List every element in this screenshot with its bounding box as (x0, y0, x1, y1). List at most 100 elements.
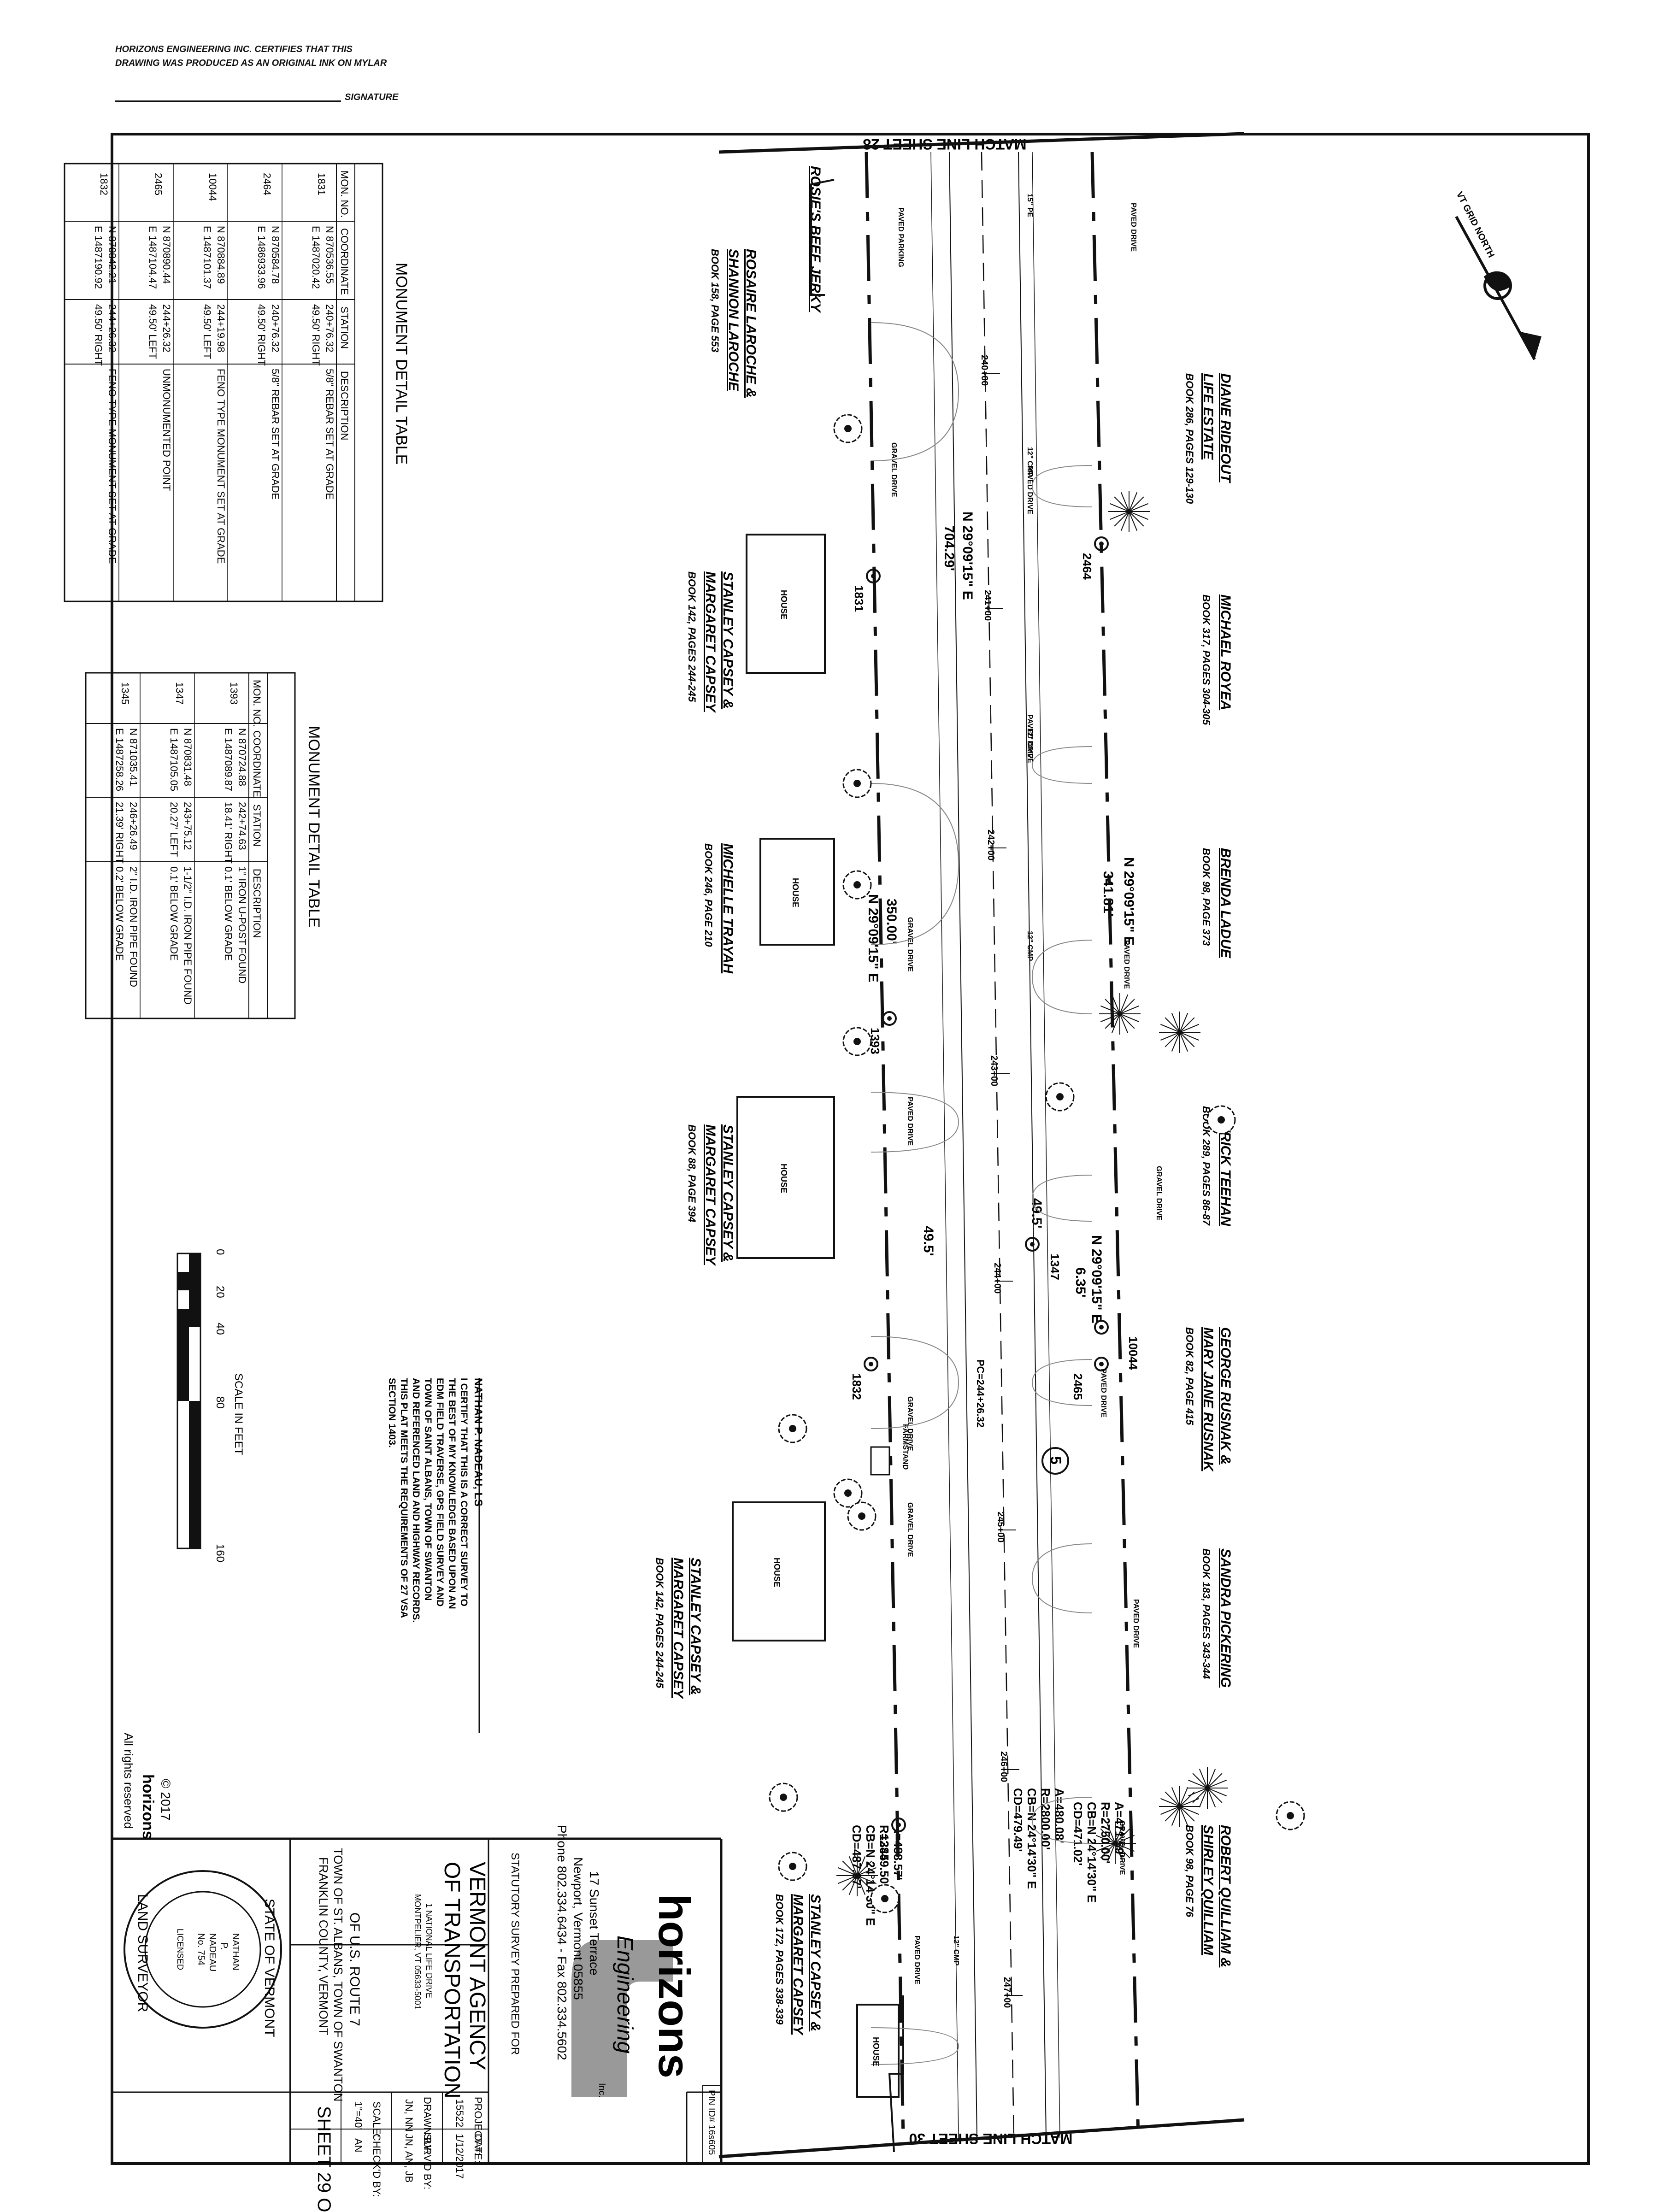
match-line-bottom (718, 2118, 1245, 2159)
company-address-2: Newport, Vermont 05855 (571, 1857, 585, 2000)
tree-15 (778, 1852, 807, 1881)
cert-line-2: DRAWING WAS PRODUCED AS AN ORIGINAL INK … (115, 58, 387, 68)
table2-row-0-d2: 0.1' BELOW GRADE (223, 866, 234, 961)
table1-row-4-d1: FENO TYPE MONUMENT SET AT GRADE (106, 369, 118, 564)
table2-row-1-sta: 243+75.12 (182, 802, 194, 850)
survd-label: SURV'D BY: (422, 2134, 433, 2189)
owner-east-4-book: BOOK 82, PAGE 415 (1184, 1327, 1195, 1425)
owner-east-1-book: BOOK 317, PAGES 304-305 (1200, 594, 1212, 725)
station-240+00: 240+00 (979, 355, 989, 386)
table2-header-1: COORDINATE (251, 730, 263, 797)
match-line-top (718, 132, 1245, 154)
bearing-2: N 29°09'15" E (1121, 857, 1136, 946)
monument-1831-label: 1831 (852, 585, 866, 612)
tree-19 (1094, 1823, 1136, 1864)
bearing-4-dist: 6.35' (1073, 1267, 1088, 1298)
company-pin: PIN ID# 16s605 (706, 2090, 717, 2155)
tree-0 (833, 414, 863, 443)
company-phone: Phone 802.334.6434 - Fax 802.334.5602 (555, 1825, 569, 2060)
monument-10044-label: 10044 (1126, 1336, 1140, 1370)
table1-row-0-off: 49.50' RIGHT (310, 304, 322, 366)
owner-west-1-book: BOOK 158, PAGE 553 (709, 249, 721, 353)
driveway-7 (1031, 1359, 1093, 1406)
road-edge-east (1018, 152, 1047, 2139)
table2-row-1-d2: 0.1' BELOW GRADE (168, 866, 180, 961)
seal-ring-bottom: LAND SURVEYOR (135, 1894, 150, 2012)
company-logo-text: horizons (649, 1894, 699, 2078)
table1-row-3-n: N 870890.44 (161, 226, 172, 284)
cert-line-3: TOWN OF SAINT ALBANS, TOWN OF SWANTON (423, 1378, 433, 1600)
owner-west-5-name2: MARGARET CAPSEY (671, 1558, 686, 1700)
date-label: DATE: (472, 2134, 484, 2163)
station-242+00: 242+00 (986, 830, 996, 860)
owner-east-6-name2: SHIRLEY QUILLIAM (1200, 1825, 1216, 1956)
table2-row-2-sta: 246+26.49 (128, 802, 139, 850)
curve-left-2: CB=N 24°14'30" E (1085, 1802, 1099, 1903)
tree-9 (778, 1414, 807, 1443)
table2-row-1-e: E 1487105.05 (168, 728, 180, 791)
driveway-10 (1031, 1797, 1093, 1844)
table2-row-1-d1: 1-1/2" I.D. IRON PIPE FOUND (182, 866, 194, 1005)
table2-title: MONUMENT DETAIL TABLE (305, 726, 323, 928)
house-3 (732, 1501, 826, 1641)
drive-label-14: GRAVEL DRIVE (906, 1502, 914, 1557)
company-logo (571, 1940, 673, 2097)
table2-row-2-mon: 1345 (119, 682, 131, 705)
towns-line: TOWN OF ST. ALBANS, TOWN OF SWANTON (331, 1848, 345, 2101)
agency-line-1: VERMONT AGENCY (465, 1862, 489, 2071)
driveway-6 (871, 1092, 959, 1153)
road-lines (718, 132, 1245, 2159)
cert-line-5: THIS PLAT MEETS THE REQUIREMENTS OF 27 V… (399, 1378, 409, 1618)
table1-row-4-sta: 244+26.32 (106, 304, 118, 353)
owner-west-5-book: BOOK 142, PAGES 244-245 (654, 1558, 665, 1688)
drawn-label: DRAWN BY: (422, 2097, 433, 2153)
curve-center-3: CD=479.49' (1011, 1788, 1025, 1852)
table1-row-4-off: 49.50' RIGHT (93, 304, 104, 366)
drive-label-5: PAVED DRIVE (1100, 1369, 1107, 1418)
driveway-8 (871, 1336, 959, 1429)
surveyor-seal (124, 1870, 282, 2029)
house-label-2: HOUSE (779, 1164, 788, 1193)
table1-header-0: MON. NO. (339, 171, 350, 218)
table1-title: MONUMENT DETAIL TABLE (393, 263, 410, 465)
seal-line-2: P. (219, 1942, 229, 1950)
station-246+00: 246+00 (999, 1751, 1009, 1782)
house-2 (736, 1096, 835, 1259)
tree-8 (1206, 1105, 1236, 1135)
drive-label-11: PAVED DRIVE (906, 1097, 914, 1146)
owner-east-6-book: BOOK 98, PAGE 76 (1184, 1825, 1195, 1918)
prepared-for: STATUTORY SURVEY PREPARED FOR (509, 1853, 521, 2055)
driveway-0 (871, 322, 959, 461)
table2-row-0-n: N 870724.88 (236, 728, 248, 786)
scale-value: 1"=40' (353, 2101, 364, 2130)
owner-west-4-name2: MARGARET CAPSEY (703, 1124, 718, 1266)
owner-west-1-name: ROSAIRE LAROCHE & (743, 249, 759, 398)
tree-symbols (769, 414, 1305, 1913)
drive-label-12: GRAVEL DRIVE (906, 1396, 914, 1451)
owner-west-1-name2: SHANNON LAROCHE (726, 249, 741, 391)
table1-row-2-mon: 10044 (207, 173, 218, 201)
scale-tick-40: 40 (214, 1323, 226, 1335)
date-value: 1/12/2017 (454, 2134, 465, 2179)
company-inc: Inc. (597, 2083, 607, 2098)
drive-label-0: PAVED DRIVE (1130, 203, 1137, 252)
scale-tick-160: 160 (214, 1544, 226, 1562)
parcel-number-circle (1041, 1447, 1069, 1475)
table2-row-0-d1: 1" IRON U-POST FOUND (236, 866, 248, 983)
cert-line-2: EDM FIELD TRAVERSE, GPS FIELD SURVEY AND (435, 1378, 445, 1606)
project-value: 15522 (454, 2099, 465, 2127)
table1-row-3-off: 49.50' LEFT (147, 304, 159, 359)
drive-label-13: FARMSTAND (901, 1424, 909, 1470)
owner-east-2-name: BRENDA LADUE (1218, 848, 1233, 959)
offset-line-west (930, 152, 959, 2139)
cert-line-6: SECTION 1403. (387, 1378, 397, 1448)
owner-west-4-name: STANLEY CAPSEY & (720, 1124, 735, 1262)
drive-label-1: PAVED DRIVE (1026, 465, 1034, 514)
drive-label-4: GRAVEL DRIVE (1155, 1166, 1163, 1221)
table1-row-3-sta: 244+26.32 (161, 304, 172, 353)
owner-west-2-name2: MARGARET CAPSEY (703, 571, 718, 713)
copyright-year: © 2017 (159, 1779, 173, 1821)
